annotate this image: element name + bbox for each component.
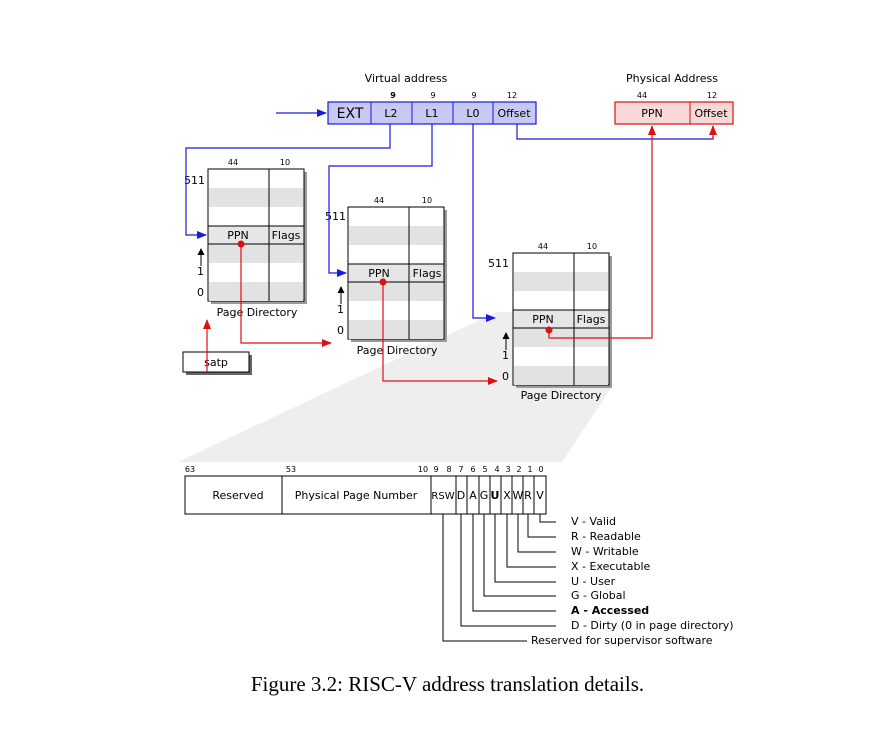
pd2-row-1: 1	[337, 303, 344, 316]
page-directory-3: 44 10 PPN Flags 511 1 0 Page Directory	[488, 242, 612, 402]
page-directory-1: 44 10 PPN Flags 511 1 0 Page Directory	[184, 158, 307, 319]
pa-ppn-field: PPN	[641, 107, 663, 120]
pte-rsw: RSW	[431, 491, 454, 502]
l0-bits: 9	[471, 91, 476, 100]
pd3-ppn: PPN	[532, 313, 554, 326]
pte-bit-8: 8	[446, 465, 451, 474]
pte-ppn: Physical Page Number	[295, 489, 418, 502]
flag-desc-w: W - Writable	[571, 545, 639, 558]
l2-field: L2	[384, 107, 397, 120]
pte-bit-63: 63	[185, 465, 195, 474]
flag-desc-r: R - Readable	[571, 530, 641, 543]
ext-field: EXT	[337, 106, 364, 122]
pte-d: D	[457, 489, 465, 502]
pd1-bits-44: 44	[228, 158, 238, 167]
pd1-bits-10: 10	[280, 158, 290, 167]
pd3-row-0: 0	[502, 370, 509, 383]
pte-v: V	[536, 489, 544, 502]
pd3-bits-10: 10	[587, 242, 597, 251]
offset-field: Offset	[497, 107, 531, 120]
pd1-label: Page Directory	[217, 306, 298, 319]
pte-w: W	[513, 489, 524, 502]
pte-r: R	[524, 489, 532, 502]
pd3-ppn-dot	[545, 326, 553, 334]
l1-bits: 9	[430, 91, 435, 100]
pd1-row-1: 1	[197, 265, 204, 278]
pd3-flags: Flags	[577, 313, 606, 326]
pd1-row-511: 511	[184, 174, 205, 187]
pa-offset-field: Offset	[694, 107, 728, 120]
pd3-row-511: 511	[488, 257, 509, 270]
pte-format: 63 53 10 9 8 7 6 5 4 3 2 1 0 Reserved Ph…	[184, 465, 734, 647]
pd3-bits-44: 44	[538, 242, 548, 251]
pte-bit-5: 5	[482, 465, 487, 474]
pd2-ppn-dot	[379, 278, 387, 286]
pte-bit-1: 1	[527, 465, 532, 474]
flag-desc-a: A - Accessed	[571, 604, 649, 617]
pte-bit-10: 10	[418, 465, 428, 474]
pte-x: X	[503, 489, 511, 502]
pte-bit-53: 53	[286, 465, 296, 474]
ppn-bits: 44	[637, 91, 647, 100]
pte-bit-7: 7	[458, 465, 463, 474]
zoom-projection	[178, 312, 611, 462]
pte-bit-9: 9	[433, 465, 438, 474]
pte-bit-4: 4	[494, 465, 499, 474]
satp-register	[182, 351, 250, 373]
flag-desc-rsw: Reserved for supervisor software	[531, 634, 713, 647]
satp-label: satp	[204, 356, 228, 369]
l0-field: L0	[466, 107, 479, 120]
pd1-ppn-arrow	[240, 244, 332, 347]
pte-bit-3: 3	[505, 465, 510, 474]
l2-index-arrow	[185, 124, 391, 239]
pte-bit-2: 2	[516, 465, 521, 474]
flag-desc-u: U - User	[571, 575, 616, 588]
l1-field: L1	[425, 107, 438, 120]
pte-reserved: Reserved	[212, 489, 263, 502]
flag-desc-d: D - Dirty (0 in page directory)	[571, 619, 734, 632]
pte-bit-6: 6	[470, 465, 475, 474]
pte-bit-0: 0	[538, 465, 543, 474]
virtual-address-title: Virtual address	[365, 72, 448, 85]
physical-address-box	[614, 101, 734, 125]
pte-u: U	[491, 489, 500, 502]
pd2-flags: Flags	[413, 267, 442, 280]
pd2-ppn-arrow	[382, 282, 498, 385]
pd2-row-511: 511	[325, 210, 346, 223]
offset-bits: 12	[507, 91, 517, 100]
offset-line-blue	[516, 124, 714, 140]
figure-caption: Figure 3.2: RISC-V address translation d…	[250, 672, 645, 696]
pd1-flags: Flags	[272, 229, 301, 242]
pd3-ppn-arrow	[548, 125, 656, 339]
flag-desc-x: X - Executable	[571, 560, 650, 573]
pd1-ppn: PPN	[227, 229, 249, 242]
pd2-row-0: 0	[337, 324, 344, 337]
pd3-label: Page Directory	[521, 389, 602, 402]
pd3-row-1: 1	[502, 349, 509, 362]
l2-bits: 9	[390, 91, 396, 100]
flag-desc-v: V - Valid	[571, 515, 616, 528]
l1-index-arrow	[328, 124, 433, 277]
l0-index-arrow	[472, 124, 496, 322]
pte-g: G	[480, 489, 489, 502]
page-directory-2: 44 10 PPN Flags 511 1 0 Page Directory	[325, 196, 447, 357]
physical-address-title: Physical Address	[626, 72, 718, 85]
pd1-ppn-dot	[237, 240, 245, 248]
pd2-bits-44: 44	[374, 196, 384, 205]
pte-a: A	[469, 489, 477, 502]
pd2-label: Page Directory	[357, 344, 438, 357]
flag-desc-g: G - Global	[571, 589, 626, 602]
pd1-row-0: 0	[197, 286, 204, 299]
pa-offset-bits: 12	[707, 91, 717, 100]
pd2-bits-10: 10	[422, 196, 432, 205]
pd2-ppn: PPN	[368, 267, 390, 280]
